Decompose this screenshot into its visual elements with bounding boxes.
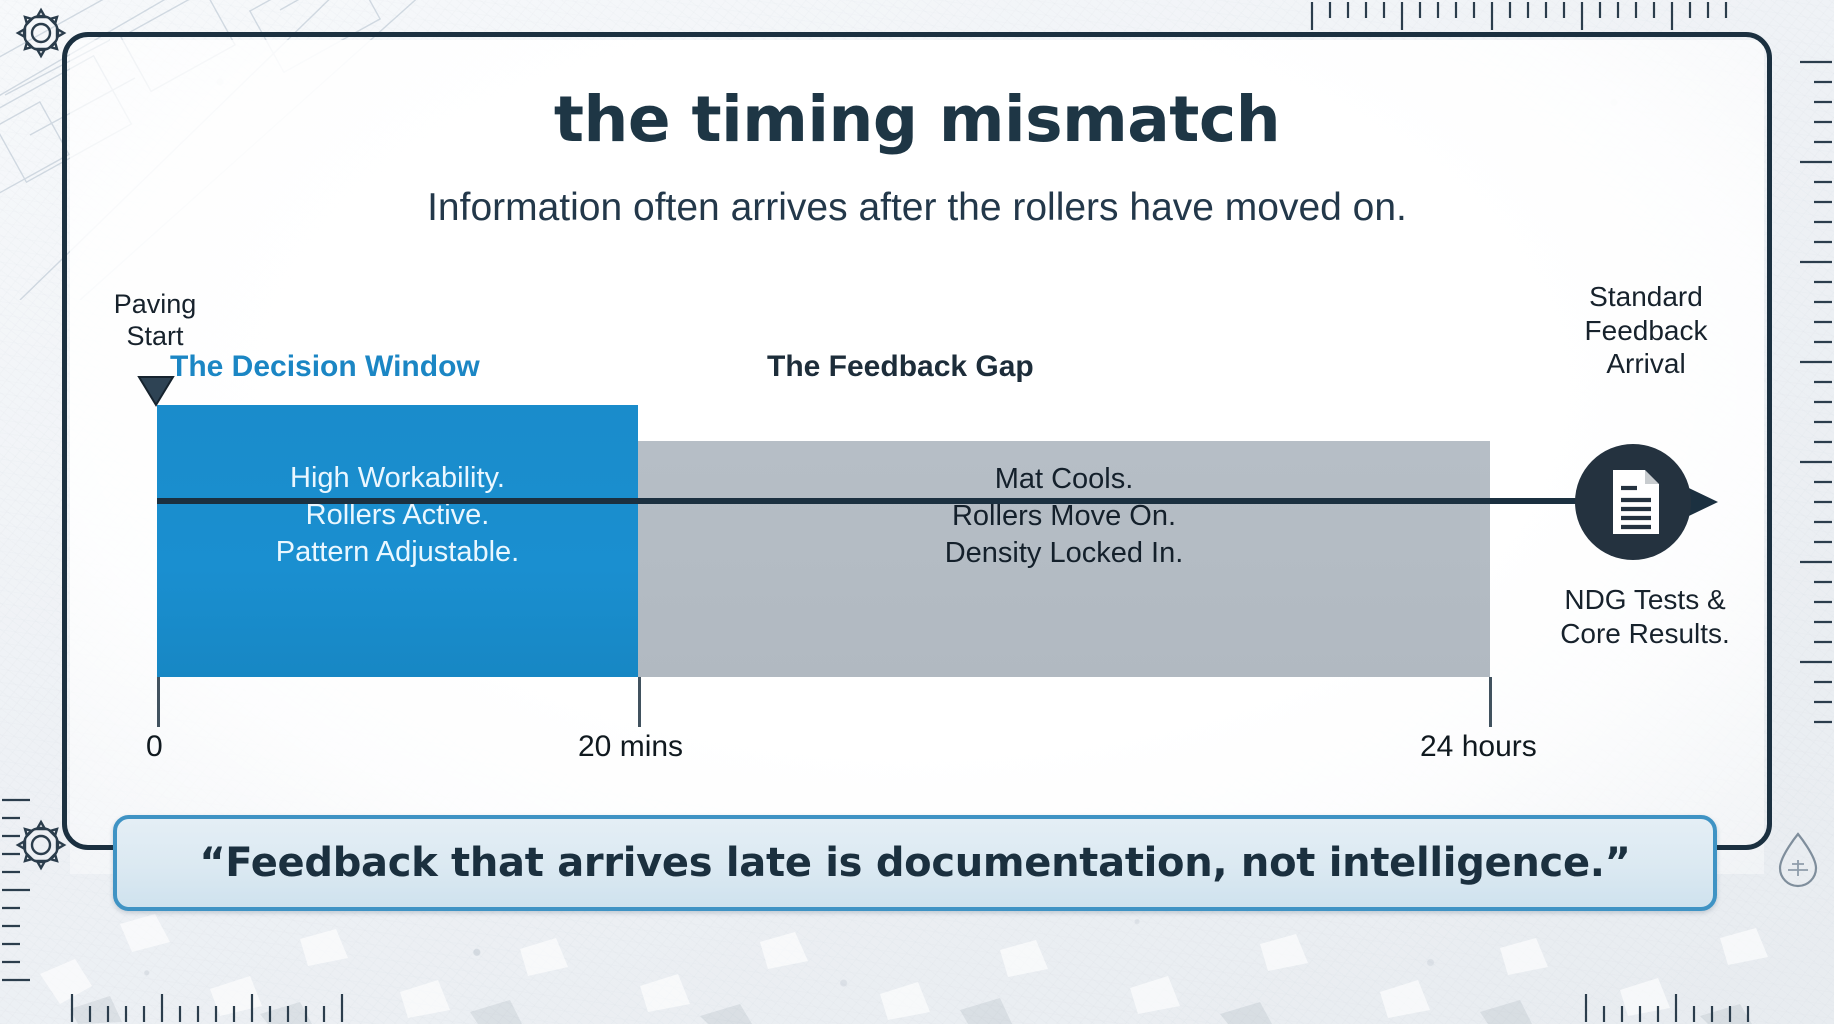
paving-start-line-2: Start (126, 320, 184, 351)
paving-start-line-1: Paving (113, 289, 197, 319)
page-title: the timing mismatch (553, 83, 1281, 156)
endpoint-caption-line-2: Core Results. (1560, 618, 1730, 650)
quote-banner: “Feedback that arrives late is documenta… (113, 815, 1717, 911)
ruler-bottom-left (70, 994, 344, 1022)
tick-label-20-mins: 20 mins (578, 730, 684, 763)
quote-text: “Feedback that arrives late is documenta… (199, 840, 1631, 886)
droplet-icon (1778, 832, 1818, 888)
timeline-axis (157, 498, 1622, 504)
tick-mark-20-mins (638, 677, 641, 727)
endpoint-caption: NDG Tests & Core Results. (1520, 583, 1770, 651)
segment-block-decision-window: High Workability. Rollers Active. Patter… (157, 405, 638, 677)
segment-block-feedback-gap: Mat Cools. Rollers Move On. Density Lock… (638, 441, 1490, 677)
endpoint-title-line-2: Feedback (1584, 314, 1708, 346)
decision-window-line-1: High Workability. (290, 462, 505, 494)
document-icon (1575, 444, 1691, 560)
gear-icon (15, 819, 67, 871)
start-marker-triangle-icon (137, 376, 175, 407)
feedback-gap-line-2: Rollers Move On. (951, 500, 1176, 533)
ruler-right (1800, 60, 1832, 724)
decision-window-line-3: Pattern Adjustable. (275, 536, 520, 569)
aggregate-texture (40, 914, 1768, 1024)
endpoint-title-line-3: Arrival (1606, 348, 1686, 380)
tick-mark-0 (157, 677, 160, 727)
ruler-bottom-right (1584, 994, 1750, 1022)
tick-mark-24-hours (1489, 677, 1492, 727)
paving-start-label: Paving Start (100, 289, 210, 353)
ruler-top (1310, 2, 1728, 30)
feedback-gap-line-3: Density Locked In. (944, 537, 1184, 570)
page-subtitle: Information often arrives after the roll… (427, 186, 1407, 229)
tick-label-0: 0 (146, 730, 163, 763)
segment-label-feedback-gap: The Feedback Gap (767, 350, 1034, 383)
feedback-gap-line-1: Mat Cools. (994, 463, 1134, 495)
gear-icon (15, 7, 67, 59)
tick-label-24-hours: 24 hours (1420, 730, 1537, 763)
endpoint-title-line-1: Standard (1589, 281, 1703, 312)
endpoint-title: Standard Feedback Arrival (1548, 280, 1744, 381)
segment-body-feedback-gap: Mat Cools. Rollers Move On. Density Lock… (638, 461, 1490, 572)
segment-label-decision-window: The Decision Window (170, 350, 480, 383)
decision-window-line-2: Rollers Active. (305, 499, 490, 532)
ruler-left (2, 798, 30, 982)
endpoint-caption-line-1: NDG Tests & (1564, 584, 1726, 615)
segment-body-decision-window: High Workability. Rollers Active. Patter… (157, 460, 638, 571)
